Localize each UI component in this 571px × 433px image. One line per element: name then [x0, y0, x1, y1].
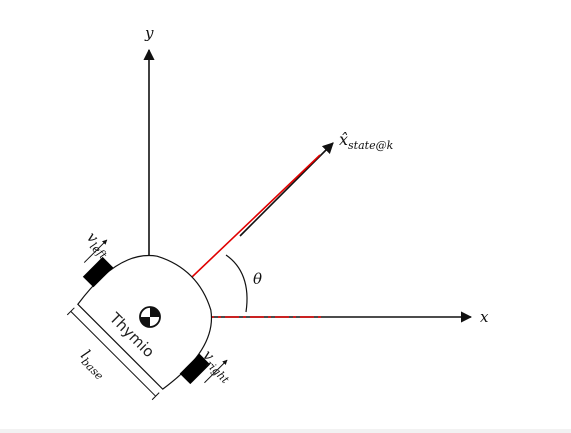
angle-label: θ — [253, 270, 262, 288]
base-dimension-line — [70, 310, 157, 397]
x-axis-label: x — [480, 308, 489, 326]
v-right-arrow — [204, 359, 228, 384]
right-wheel — [179, 353, 211, 385]
center-marker-icon — [139, 306, 161, 328]
v-right-label: vright — [197, 346, 238, 387]
state-vector-arrow — [239, 142, 334, 237]
angle-arc — [225, 254, 248, 313]
state-label: x̂state@k — [339, 130, 394, 152]
v-left-label: vleft — [81, 228, 115, 262]
v-left-arrow — [83, 239, 108, 263]
base-length-label: lbase — [75, 346, 112, 383]
base-dimension-tick-top — [66, 307, 75, 316]
left-wheel — [82, 256, 114, 288]
base-dimension-tick-bottom — [151, 392, 160, 401]
y-axis-label: y — [144, 24, 154, 42]
